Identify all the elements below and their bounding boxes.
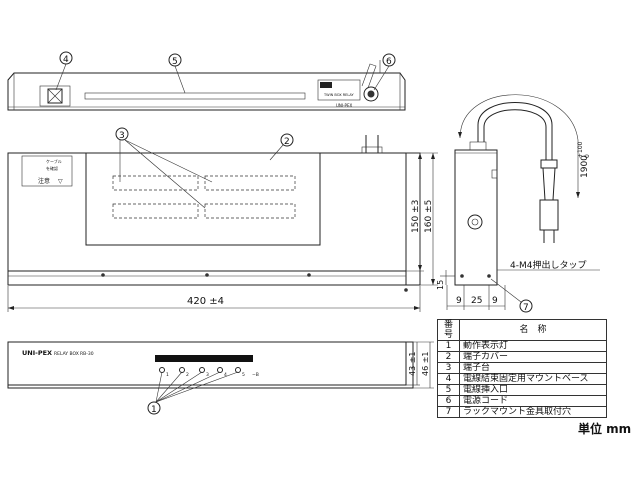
part-name: 端子カバー	[459, 351, 607, 363]
front-brand: UNI-PEX	[22, 349, 52, 357]
warning-line3: を確認	[46, 165, 58, 171]
front-view-outline	[7, 341, 407, 386]
power-cord-bushing	[363, 86, 379, 102]
part-name: 端子台	[459, 362, 607, 374]
height-outer-dimension: 160 ±5	[424, 200, 434, 233]
top-label-line1: TWIN BOX RELAY	[323, 93, 355, 97]
cord-tol-minus: 0	[584, 154, 591, 158]
parts-header-name: 名 称	[459, 319, 607, 341]
terminal-block-1	[112, 175, 199, 191]
callout-3: 3	[119, 131, 125, 141]
mount-base	[39, 85, 71, 107]
terminal-label-5: 5	[242, 372, 245, 378]
power-cord	[477, 102, 553, 160]
part-no: 4	[437, 373, 460, 385]
unit-label: 単位 mm	[578, 422, 632, 436]
warning-mark: ▽	[58, 178, 63, 185]
terminal-block-4	[204, 203, 296, 219]
part-no: 3	[437, 362, 460, 374]
indicator-strip	[155, 355, 253, 362]
table-row: 4 電線結束固定用マウントベース	[437, 373, 607, 385]
top-label-line2: UNI-PEX	[336, 103, 352, 108]
indicator-led-2	[179, 367, 185, 373]
top-view: TWIN BOX RELAY UNI-PEX 4 5 6	[7, 51, 406, 111]
part-no: 6	[437, 395, 460, 407]
parts-table-header: 番号 名 称	[437, 319, 607, 341]
side-dim-9b: 9	[492, 296, 498, 306]
cord-length-line	[459, 94, 579, 198]
indicator-led-4	[217, 367, 223, 373]
callout-6: 6	[386, 57, 392, 67]
terminal-label-4: 4	[224, 372, 227, 378]
side-dim-25: 25	[471, 296, 482, 306]
width-dimension: 420 ±4	[187, 296, 224, 307]
wire-inlet-slot	[84, 92, 306, 100]
part-name: 電源コード	[459, 395, 607, 407]
table-row: 6 電源コード	[437, 395, 607, 407]
side-mount-circle	[467, 214, 483, 230]
callout-5: 5	[172, 57, 178, 67]
part-no: 7	[437, 406, 460, 418]
warning-label	[21, 155, 73, 187]
front-model-text: RELAY BOX	[54, 351, 79, 357]
warning-line1: 注意	[38, 177, 50, 185]
side-view: 1900 +100 0 4-M4押出しタップ 9 25 9 15 7	[436, 94, 600, 313]
power-plug	[539, 199, 559, 231]
indicator-led-5	[235, 367, 241, 373]
table-row: 1 動作表示灯	[437, 340, 607, 352]
part-name: 電線挿入口	[459, 384, 607, 396]
table-row: 7 ラックマウント金具取付穴	[437, 406, 607, 418]
cord-tol-plus: +100	[577, 141, 584, 158]
height-inner-dimension: 150 ±3	[411, 200, 421, 233]
terminal-label-2: 2	[186, 372, 189, 378]
terminal-block-2	[204, 175, 296, 191]
part-no: 1	[437, 340, 460, 352]
terminal-label-1: 1	[166, 372, 169, 378]
callout-6-circle	[382, 53, 396, 67]
plug-strain-relief	[542, 167, 556, 201]
warning-line2: ケーブル	[46, 158, 62, 164]
part-name: 動作表示灯	[459, 340, 607, 352]
cord-length: 1900	[580, 155, 590, 178]
front-dim-46: 46 ±1	[421, 351, 430, 376]
top-label-plate	[317, 79, 361, 101]
plan-view-outline	[7, 152, 407, 286]
side-dim-15: 15	[436, 280, 445, 290]
table-row: 2 端子カバー	[437, 351, 607, 363]
indicator-led-3	[199, 367, 205, 373]
terminal-block-3	[112, 203, 199, 219]
part-no: 2	[437, 351, 460, 363]
parts-header-no: 番号	[437, 319, 460, 341]
indicator-led-1	[159, 367, 165, 373]
part-name: 電線結束固定用マウントベース	[459, 373, 607, 385]
callout-3-circle	[115, 127, 129, 141]
side-view-outline	[454, 149, 498, 286]
callout-2-circle	[280, 133, 294, 147]
callout-1: 1	[151, 405, 157, 415]
table-row: 3 端子台	[437, 362, 607, 374]
terminal-label-b: −B	[252, 372, 259, 378]
terminal-cover	[85, 152, 321, 246]
table-row: 5 電線挿入口	[437, 384, 607, 396]
tap-note: 4-M4押出しタップ	[510, 259, 586, 271]
plan-view: ケーブル を確認 注意 ▽ 3 2 420 ±4 150 ±3	[7, 127, 438, 312]
front-view: UNI-PEX RELAY BOX RB-30 1 2 3 4 5 −B 1 4…	[7, 341, 434, 415]
callout-1-circle	[147, 401, 161, 415]
terminal-label-3: 3	[206, 372, 209, 378]
callout-4-circle	[59, 51, 73, 65]
callout-2: 2	[284, 137, 290, 147]
callout-7: 7	[523, 303, 529, 313]
front-dim-43: 43 ±1	[408, 351, 417, 376]
parts-table: 番号 名 称 1 動作表示灯 2 端子カバー 3 端子台 4 電線結束固定用マウ…	[437, 319, 607, 418]
part-name: ラックマウント金具取付穴	[459, 406, 607, 418]
callout-5-circle	[168, 53, 182, 67]
part-no: 5	[437, 384, 460, 396]
callout-7-circle	[519, 299, 533, 313]
callout-4: 4	[63, 55, 69, 65]
front-model-no: RB-30	[80, 351, 94, 357]
side-dim-9a: 9	[456, 296, 462, 306]
